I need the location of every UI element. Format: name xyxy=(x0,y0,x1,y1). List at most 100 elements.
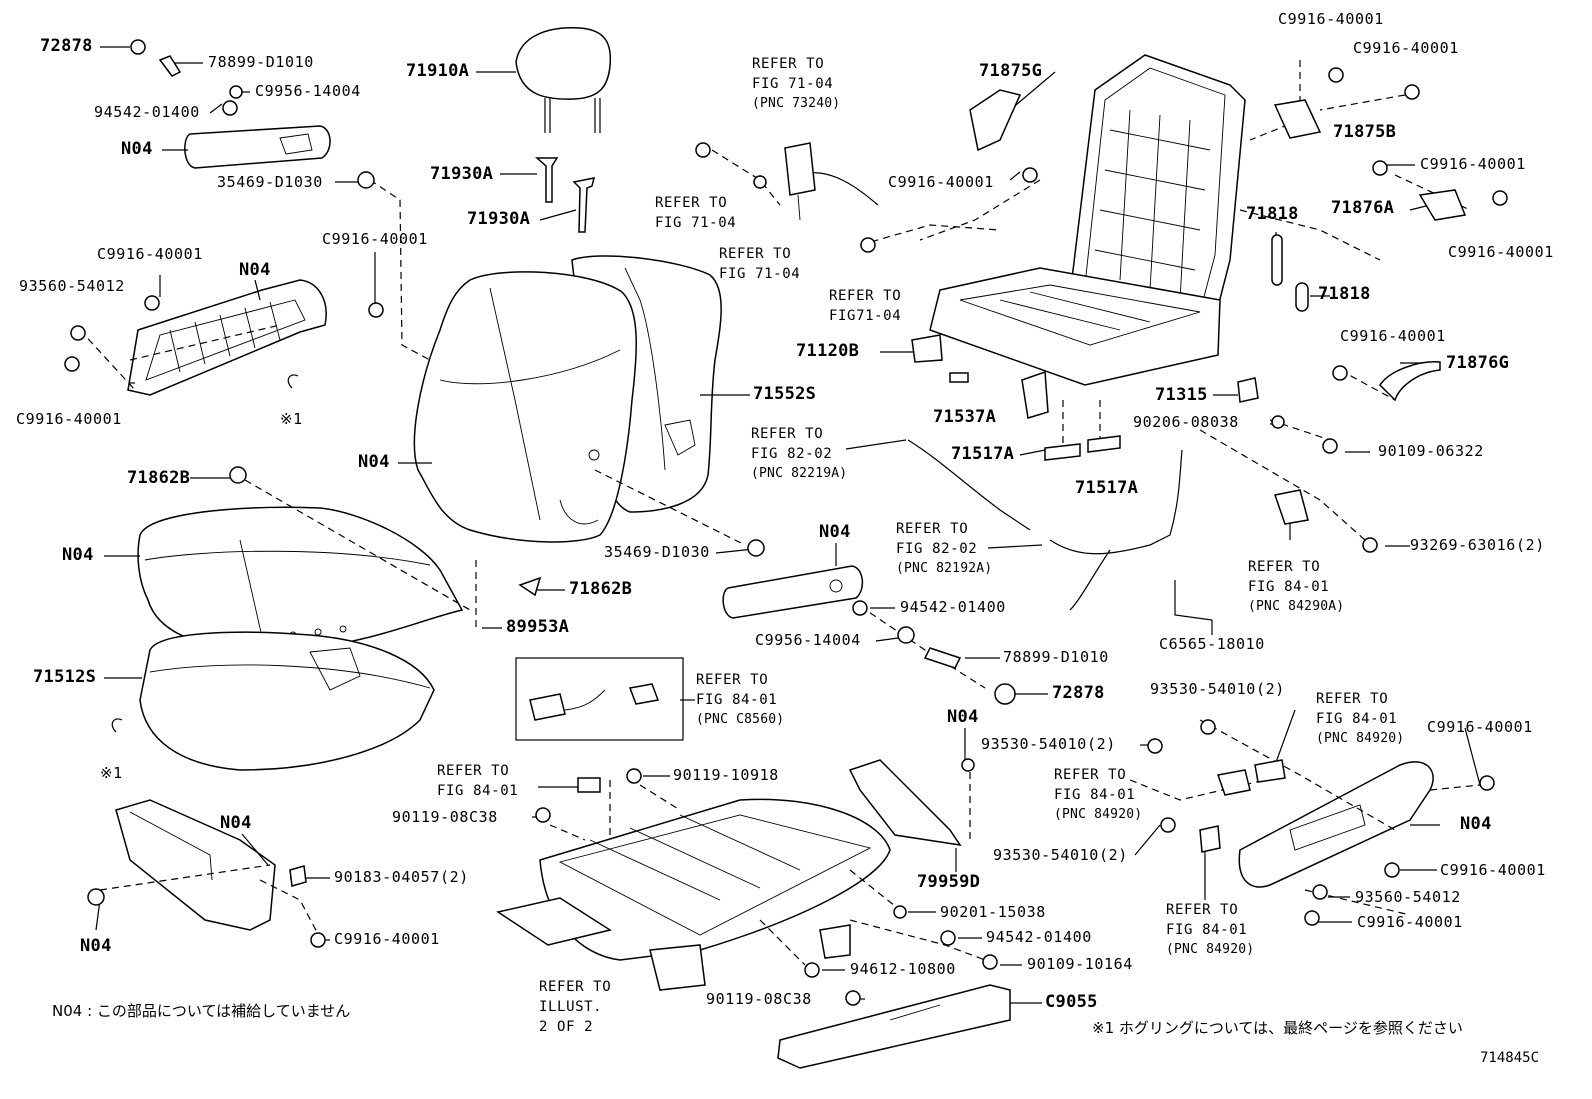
seat-cushion-cover xyxy=(137,506,464,652)
hog-ring-footnote: ※1 ホグリングについては、最終ページを参照ください xyxy=(1092,1019,1463,1037)
part-label: 90119-08C38 xyxy=(392,808,498,826)
part-label: 90183-04057(2) xyxy=(334,868,469,886)
part-label: 94542-01400 xyxy=(94,103,200,121)
part-label: C9916-40001 xyxy=(888,173,994,191)
part-label: 71862B xyxy=(569,579,633,599)
part-label: N04 xyxy=(80,936,112,956)
part-label: 90119-08C38 xyxy=(706,990,812,1008)
part-label: 71512S xyxy=(33,667,97,687)
part-label: N04 xyxy=(62,545,94,565)
part-label: 35469-D1030 xyxy=(217,173,323,191)
part-label: C9055 xyxy=(1045,992,1098,1012)
armrest-upper xyxy=(184,125,331,169)
part-label: C9916-40001 xyxy=(16,410,122,428)
part-label: C9916-40001 xyxy=(97,245,203,263)
part-label: N04 xyxy=(239,260,271,280)
part-label: 71930A xyxy=(467,209,531,229)
seat-adjuster-frame xyxy=(496,798,891,991)
part-label: 71876G xyxy=(1446,353,1510,373)
bracket-79959d xyxy=(848,759,962,847)
part-label: 93560-54012 xyxy=(1355,888,1461,906)
part-label: 93560-54012 xyxy=(19,277,125,295)
seatback-frame xyxy=(1069,54,1246,331)
part-label: 71875B xyxy=(1333,122,1397,142)
part-label: 93530-54010(2) xyxy=(981,735,1116,753)
part-label: 71517A xyxy=(951,444,1015,464)
part-label: C9916-40001 xyxy=(1340,327,1446,345)
part-label: 71875G xyxy=(979,61,1043,81)
part-label: 93530-54010(2) xyxy=(1150,680,1285,698)
part-label: N04 xyxy=(1460,814,1492,834)
armrest-lower xyxy=(722,565,864,619)
part-label: 90119-10918 xyxy=(673,766,779,784)
part-label: 78899-D1010 xyxy=(1003,648,1109,666)
hog-ring-mark: ※1 xyxy=(100,764,123,782)
part-label: N04 xyxy=(220,813,252,833)
seat-base-frame xyxy=(929,267,1221,386)
part-label: C9916-40001 xyxy=(1353,39,1459,57)
part-label: 94542-01400 xyxy=(900,598,1006,616)
part-label: 71930A xyxy=(430,164,494,184)
part-label: N04 xyxy=(819,522,851,542)
part-label: 71862B xyxy=(127,468,191,488)
part-label: 71818 xyxy=(1246,204,1299,224)
headrest-guides xyxy=(535,157,596,233)
part-label: 90109-06322 xyxy=(1378,442,1484,460)
part-label: N04 xyxy=(947,707,979,727)
part-label: 71876A xyxy=(1331,198,1395,218)
part-label: 71120B xyxy=(796,341,860,361)
part-label: 71552S xyxy=(753,384,817,404)
label-leaders xyxy=(95,46,1481,1004)
part-label: C9916-40001 xyxy=(1357,913,1463,931)
part-label: 93530-54010(2) xyxy=(993,846,1128,864)
part-label: N04 xyxy=(121,139,153,159)
part-label: 71315 xyxy=(1155,385,1208,405)
part-label: 71537A xyxy=(933,407,997,427)
part-label: 72878 xyxy=(1052,683,1105,703)
part-label: C9956-14004 xyxy=(755,631,861,649)
hog-rings xyxy=(111,374,299,733)
part-label: C9916-40001 xyxy=(1278,10,1384,28)
part-label: 72878 xyxy=(40,36,93,56)
part-label: C9916-40001 xyxy=(1420,155,1526,173)
part-label: C6565-18010 xyxy=(1159,635,1265,653)
part-label: 94542-01400 xyxy=(986,928,1092,946)
front-lower-cover xyxy=(115,799,276,931)
lower-shield-c9055 xyxy=(777,984,1011,1069)
part-label: 93269-63016(2) xyxy=(1410,536,1545,554)
dashed-leaders xyxy=(79,60,1481,966)
switch-inset-box xyxy=(515,657,684,741)
part-label: 94612-10800 xyxy=(850,960,956,978)
n04-footnote: N04 : この部品については補給していません xyxy=(52,1002,351,1020)
part-label: 71517A xyxy=(1075,478,1139,498)
part-label: C9916-40001 xyxy=(334,930,440,948)
seat-cushion-pad xyxy=(139,631,435,771)
fasteners xyxy=(64,39,1508,1006)
part-label: 78899-D1010 xyxy=(208,53,314,71)
part-label: C9916-40001 xyxy=(322,230,428,248)
part-label: 35469-D1030 xyxy=(604,543,710,561)
part-label: 71910A xyxy=(406,61,470,81)
part-label: 89953A xyxy=(506,617,570,637)
part-label: 79959D xyxy=(917,872,981,892)
part-label: 90206-08038 xyxy=(1133,413,1239,431)
misc-brackets xyxy=(289,89,1467,887)
outer-shield xyxy=(1238,761,1434,888)
part-label: C9916-40001 xyxy=(1427,718,1533,736)
headrest xyxy=(515,27,612,133)
figure-id: 714845C xyxy=(1480,1050,1540,1066)
